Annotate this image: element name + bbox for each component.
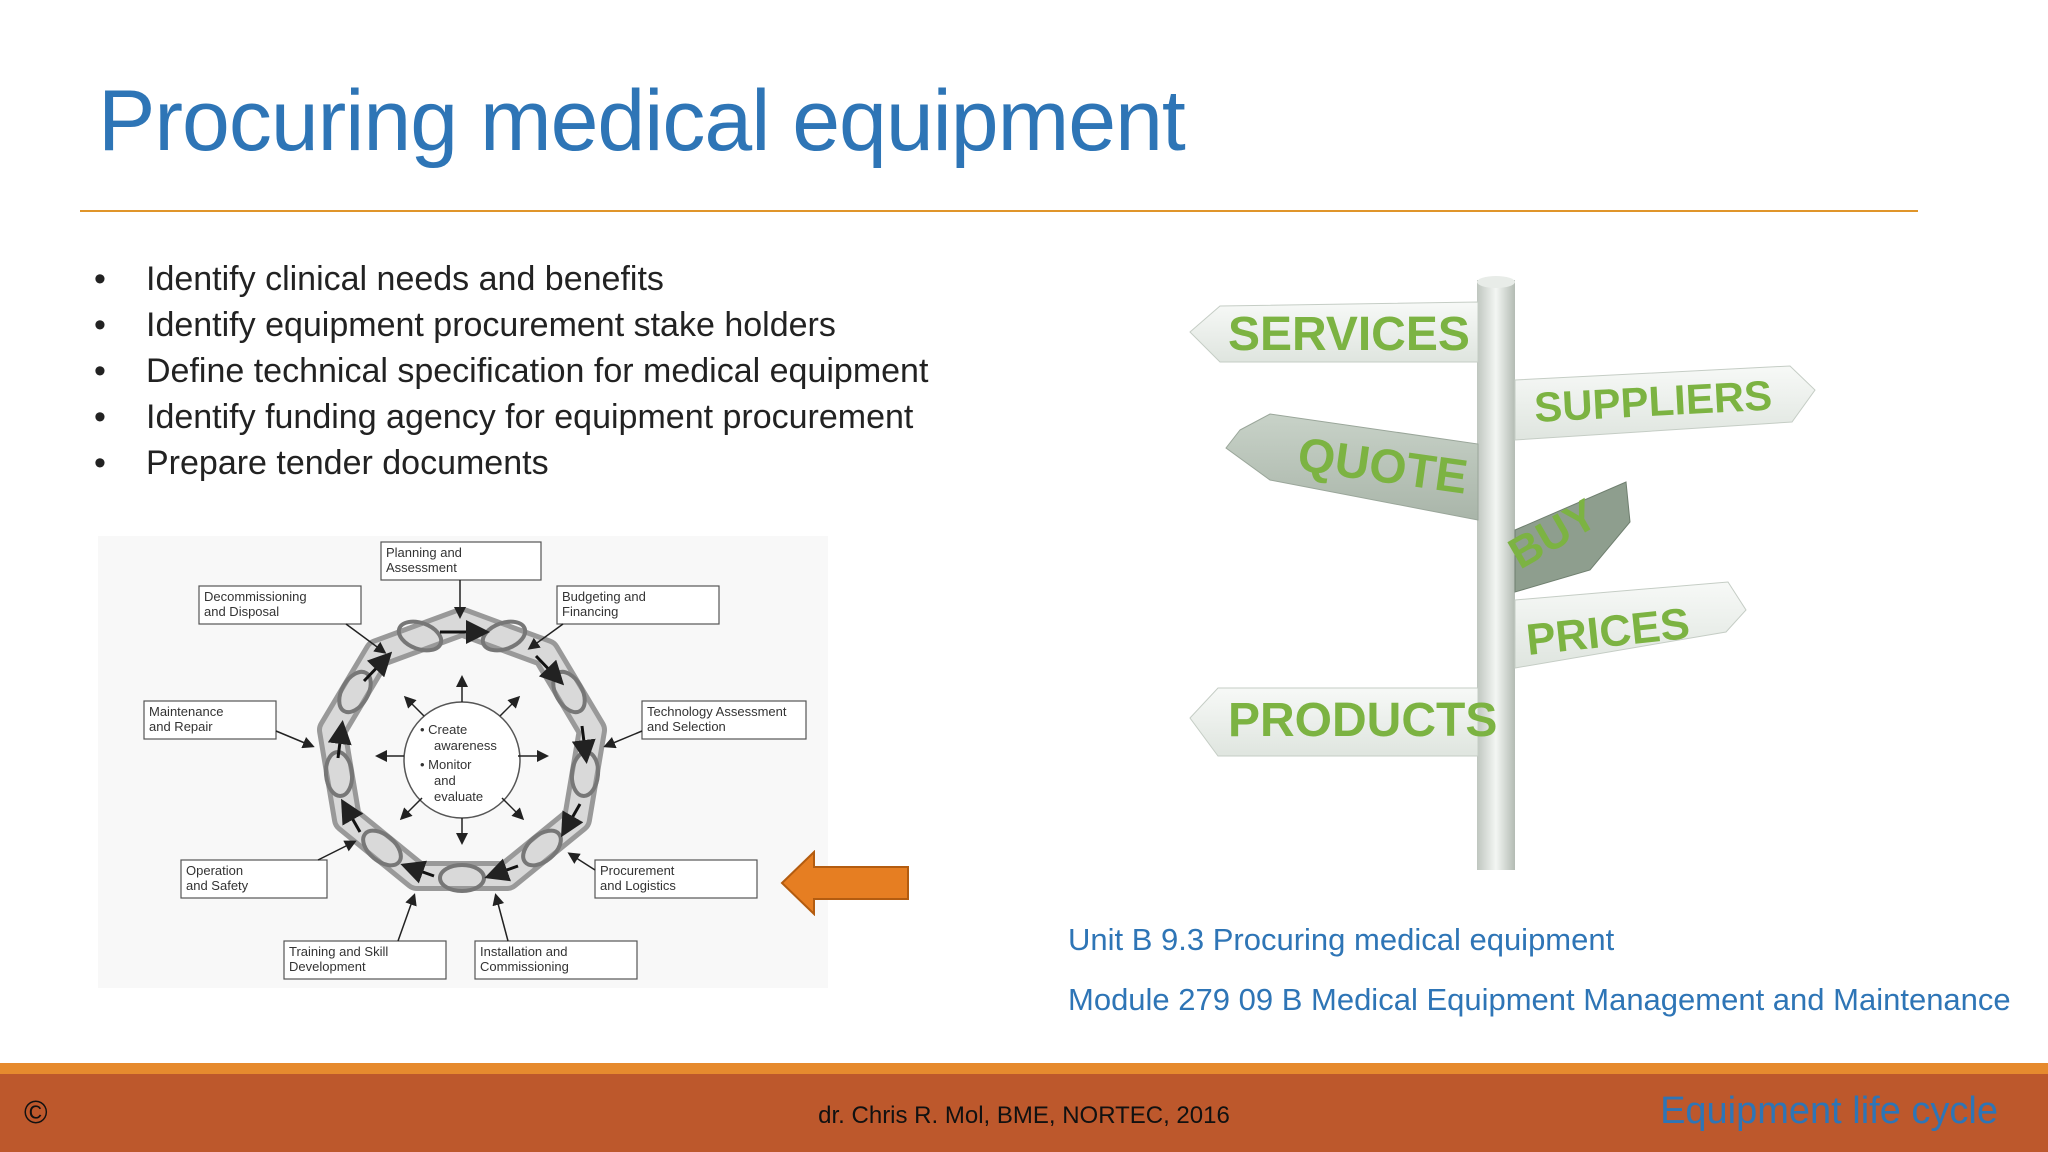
unit-reference: Unit B 9.3 Procuring medical equipment xyxy=(1068,922,1615,957)
svg-text:Installation and: Installation and xyxy=(480,944,567,959)
bullet-text: Identify funding agency for equipment pr… xyxy=(146,398,914,436)
svg-text:Decommissioning: Decommissioning xyxy=(204,589,307,604)
box-operation: Operation and Safety xyxy=(180,859,328,899)
bullet-text: Prepare tender documents xyxy=(146,444,549,482)
svg-text:and Repair: and Repair xyxy=(149,719,213,734)
module-reference: Module 279 09 B Medical Equipment Manage… xyxy=(1068,982,2011,1017)
svg-text:Development: Development xyxy=(289,959,366,974)
box-planning: Planning and Assessment xyxy=(380,541,542,581)
svg-text:Maintenance: Maintenance xyxy=(149,704,223,719)
bullet-item: • Define technical specification for medi… xyxy=(92,348,928,394)
svg-text:awareness: awareness xyxy=(434,738,497,753)
svg-text:Procurement: Procurement xyxy=(600,863,675,878)
box-connectors xyxy=(275,580,643,942)
box-technology-assessment: Technology Assessment and Selection xyxy=(641,700,807,740)
bullet-text: Define technical specification for medic… xyxy=(146,352,929,390)
box-maintenance: Maintenance and Repair xyxy=(143,700,277,740)
box-decommissioning: Decommissioning and Disposal xyxy=(198,585,362,625)
box-procurement: Procurement and Logistics xyxy=(594,859,758,899)
svg-text:and Safety: and Safety xyxy=(186,878,249,893)
bullet-list: • Identify clinical needs and benefits • I… xyxy=(92,256,928,486)
svg-text:• Monitor: • Monitor xyxy=(420,757,472,772)
svg-text:Operation: Operation xyxy=(186,863,243,878)
footer-stripe xyxy=(0,1063,2048,1074)
bullet-item: • Identify equipment procurement stake ho… xyxy=(92,302,928,348)
svg-text:• Create: • Create xyxy=(420,722,467,737)
bullet-dot: • xyxy=(94,444,106,482)
highlight-arrow-icon xyxy=(780,850,909,916)
svg-text:Assessment: Assessment xyxy=(386,560,457,575)
svg-text:and Selection: and Selection xyxy=(647,719,726,734)
bullet-dot: • xyxy=(94,260,106,298)
title-divider xyxy=(80,210,1918,212)
bullet-dot: • xyxy=(94,306,106,344)
signpost-image: SERVICES SUPPLIERS QUOTE BUY PRICES PROD… xyxy=(1189,276,1816,870)
svg-text:evaluate: evaluate xyxy=(434,789,483,804)
footer-section-title: Equipment life cycle xyxy=(1660,1090,1998,1132)
bullet-text: Identify equipment procurement stake hol… xyxy=(146,306,836,344)
sign-services: SERVICES xyxy=(1228,308,1470,361)
box-installation: Installation and Commissioning xyxy=(474,940,638,980)
bullet-text: Identify clinical needs and benefits xyxy=(146,260,664,298)
sign-products: PRODUCTS xyxy=(1228,694,1497,747)
svg-text:Planning and: Planning and xyxy=(386,545,462,560)
svg-text:and: and xyxy=(434,773,456,788)
bullet-dot: • xyxy=(94,352,106,390)
bullet-item: • Prepare tender documents xyxy=(92,440,928,486)
bullet-dot: • xyxy=(94,398,106,436)
slide-title: Procuring medical equipment xyxy=(98,73,1186,169)
svg-text:Commissioning: Commissioning xyxy=(480,959,569,974)
svg-text:Financing: Financing xyxy=(562,604,618,619)
center-text: • Create awareness • Monitor and evaluat… xyxy=(420,722,497,804)
lifecycle-diagram: Planning and Assessment Budgeting and Fi… xyxy=(98,536,828,988)
svg-text:Technology Assessment: Technology Assessment xyxy=(647,704,787,719)
footer-author: dr. Chris R. Mol, BME, NORTEC, 2016 xyxy=(818,1102,1230,1129)
box-budgeting: Budgeting and Financing xyxy=(556,585,720,625)
svg-text:Budgeting and: Budgeting and xyxy=(562,589,646,604)
box-training: Training and Skill Development xyxy=(283,940,447,980)
svg-text:Training and Skill: Training and Skill xyxy=(289,944,388,959)
lifecycle-svg: Planning and Assessment Budgeting and Fi… xyxy=(143,541,807,980)
copyright-icon: © xyxy=(24,1094,48,1130)
spokes xyxy=(375,675,549,845)
bullet-item: • Identify clinical needs and benefits xyxy=(92,256,928,302)
svg-text:and Logistics: and Logistics xyxy=(600,878,676,893)
svg-text:and Disposal: and Disposal xyxy=(204,604,279,619)
bullet-item: • Identify funding agency for equipment p… xyxy=(92,394,928,440)
footer-bar: © dr. Chris R. Mol, BME, NORTEC, 2016 Eq… xyxy=(0,1074,2048,1152)
chain-ring xyxy=(317,607,607,893)
